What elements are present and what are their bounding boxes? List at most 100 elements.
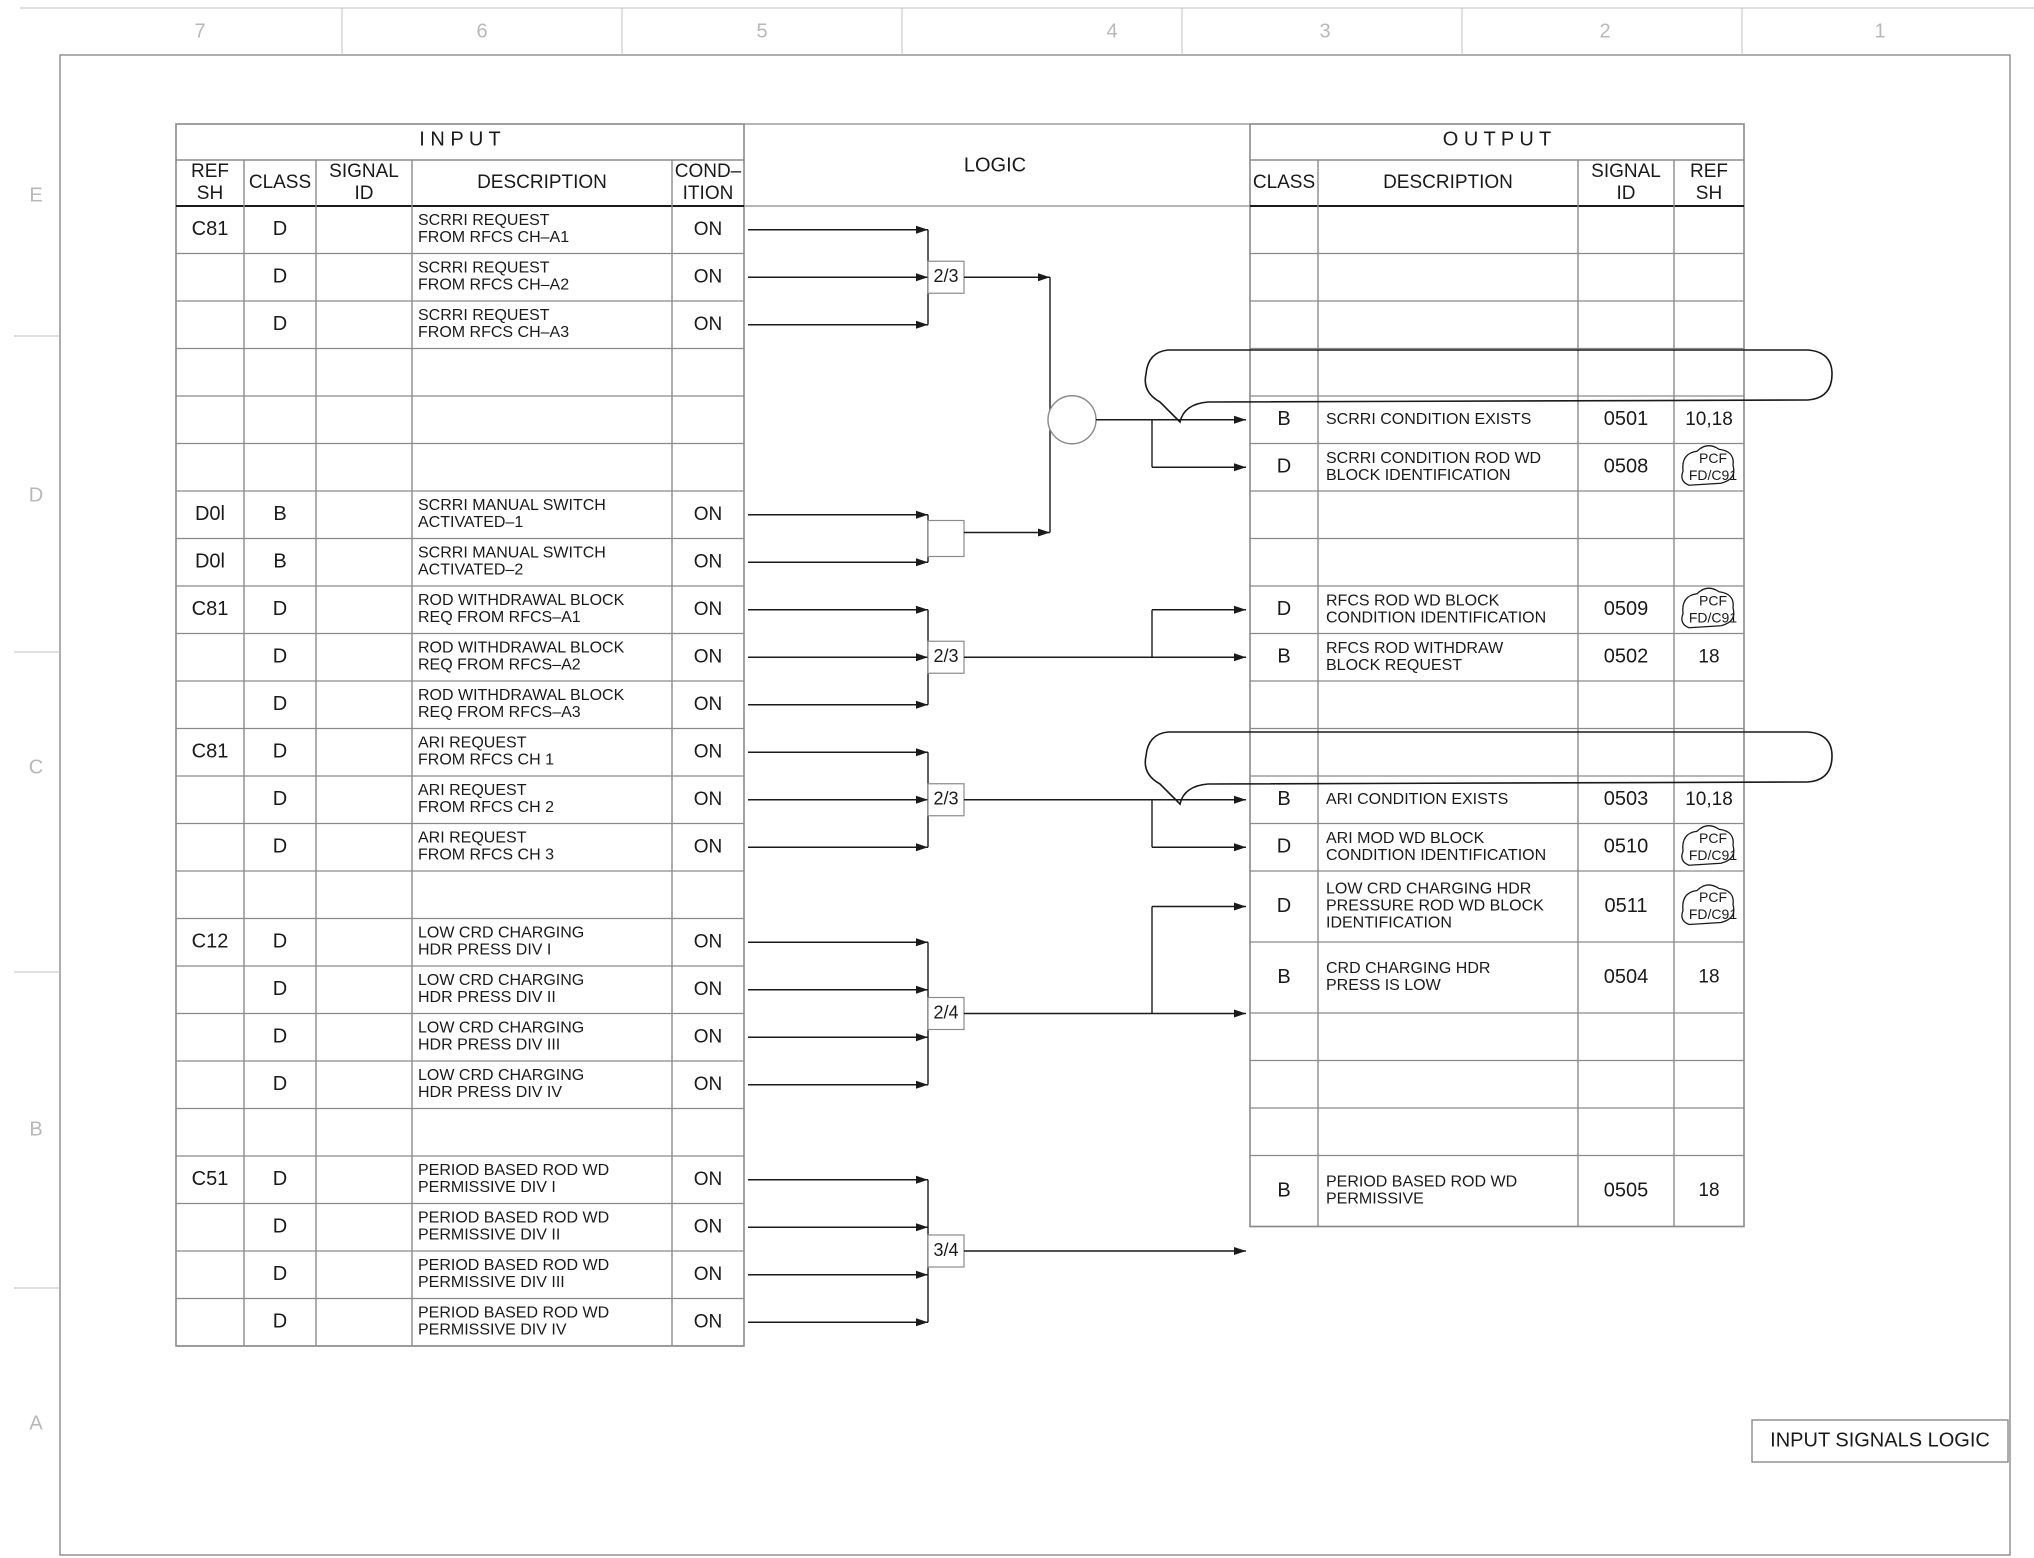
- stamp-text: PCF: [1699, 450, 1727, 466]
- input-description: PERMISSIVE DIV III: [418, 1274, 565, 1291]
- input-class: B: [273, 503, 286, 525]
- output-class: B: [1277, 966, 1290, 988]
- input-description: REQ FROM RFCS–A1: [418, 609, 581, 626]
- input-arrow: [916, 795, 928, 804]
- input-arrow: [916, 1175, 928, 1184]
- output-class: B: [1277, 788, 1290, 810]
- input-ref-sh: C12: [192, 931, 229, 953]
- input-condition: ON: [694, 931, 723, 952]
- input-condition: ON: [694, 694, 723, 715]
- zone-column-label: 2: [1599, 20, 1610, 42]
- input-arrow: [916, 605, 928, 614]
- output-description: ARI MOD WD BLOCK: [1326, 830, 1485, 847]
- stamp-text: FD/C91: [1689, 467, 1737, 483]
- input-condition: ON: [694, 551, 723, 572]
- input-description: ARI REQUEST: [418, 782, 527, 799]
- output-class: D: [1277, 598, 1291, 620]
- vote-gate-label: 2/4: [933, 1002, 958, 1022]
- input-ref-sh: C81: [192, 218, 229, 240]
- input-description: ROD WITHDRAWAL BLOCK: [418, 639, 625, 656]
- input-header-cond: COND–: [675, 161, 742, 182]
- input-description: FROM RFCS CH–A3: [418, 324, 569, 341]
- input-class: D: [273, 1073, 287, 1095]
- input-class: D: [273, 693, 287, 715]
- input-condition: ON: [694, 1026, 723, 1047]
- input-condition: ON: [694, 789, 723, 810]
- input-description: LOW CRD CHARGING: [418, 1067, 584, 1084]
- input-ref-sh: D0l: [195, 503, 225, 525]
- input-title: I N P U T: [419, 128, 501, 150]
- input-header-class: CLASS: [249, 172, 311, 193]
- input-arrow: [916, 843, 928, 852]
- input-class: D: [273, 598, 287, 620]
- input-class: B: [273, 551, 286, 573]
- input-ref-sh: C81: [192, 598, 229, 620]
- output-signal-id: 0503: [1604, 788, 1649, 810]
- output-signal-id: 0509: [1604, 598, 1649, 620]
- vote-gate-label: 3/4: [933, 1240, 958, 1260]
- output-ref-sh: 10,18: [1685, 409, 1733, 430]
- output-signal-id: 0511: [1604, 895, 1647, 917]
- output-description: BLOCK IDENTIFICATION: [1326, 467, 1511, 484]
- input-description: SCRRI MANUAL SWITCH: [418, 544, 606, 561]
- input-description: FROM RFCS CH 1: [418, 751, 554, 768]
- input-description: HDR PRESS DIV I: [418, 941, 551, 958]
- zone-column-label: 7: [194, 20, 205, 42]
- input-arrow: [916, 273, 928, 282]
- input-arrow: [916, 558, 928, 567]
- input-class: D: [273, 931, 287, 953]
- input-condition: ON: [694, 646, 723, 667]
- input-description: LOW CRD CHARGING: [418, 1019, 584, 1036]
- output-class: B: [1277, 646, 1290, 668]
- input-class: D: [273, 978, 287, 1000]
- input-description: PERIOD BASED ROD WD: [418, 1209, 609, 1226]
- output-description: SCRRI CONDITION ROD WD: [1326, 450, 1541, 467]
- input-arrow: [916, 1223, 928, 1232]
- output-signal-id: 0501: [1604, 408, 1649, 430]
- input-class: D: [273, 218, 287, 240]
- input-ref-sh: C51: [192, 1168, 229, 1190]
- input-condition: ON: [694, 266, 723, 287]
- stamp-text: FD/C91: [1689, 609, 1737, 625]
- input-description: SCRRI REQUEST: [418, 307, 550, 324]
- input-description: HDR PRESS DIV IV: [418, 1084, 562, 1101]
- output-signal-id: 0510: [1604, 836, 1649, 858]
- vote-gate-label: 2/3: [933, 789, 958, 809]
- output-ref-sh: 18: [1698, 646, 1719, 667]
- output-title: O U T P U T: [1443, 128, 1552, 150]
- input-arrow: [916, 1080, 928, 1089]
- input-class: D: [273, 741, 287, 763]
- output-arrow: [1234, 463, 1246, 472]
- output-description: PRESS IS LOW: [1326, 977, 1442, 994]
- input-condition: ON: [694, 1311, 723, 1332]
- revision-cloud-icon: [1681, 445, 1735, 486]
- input-header-cond: ITION: [683, 183, 734, 204]
- input-class: D: [273, 1026, 287, 1048]
- vote-gate-box: [927, 1234, 965, 1268]
- vote-gate-label: 2/3: [933, 266, 958, 286]
- output-description: PERIOD BASED ROD WD: [1326, 1174, 1517, 1191]
- input-description: FROM RFCS CH 3: [418, 846, 554, 863]
- output-class: D: [1277, 836, 1291, 858]
- stamp-text: PCF: [1699, 592, 1727, 608]
- input-ref-sh: D0l: [195, 551, 225, 573]
- sheet-border: [59, 54, 2011, 1556]
- output-signal-id: 0504: [1604, 966, 1649, 988]
- input-arrow: [916, 1318, 928, 1327]
- input-description: ACTIVATED–2: [418, 561, 523, 578]
- input-description: PERMISSIVE DIV IV: [418, 1321, 567, 1338]
- output-description: PRESSURE ROD WD BLOCK: [1326, 898, 1544, 915]
- or-gate-box: [927, 519, 965, 558]
- output-description: CONDITION IDENTIFICATION: [1326, 609, 1546, 626]
- stamp-text: FD/C91: [1689, 906, 1737, 922]
- vote-gate-box: [927, 260, 965, 294]
- input-description: ACTIVATED–1: [418, 514, 523, 531]
- input-description: HDR PRESS DIV II: [418, 989, 556, 1006]
- output-description: BLOCK REQUEST: [1326, 657, 1462, 674]
- output-description: LOW CRD CHARGING HDR: [1326, 881, 1531, 898]
- output-header-class: CLASS: [1253, 172, 1315, 193]
- output-arrow: [1234, 795, 1246, 804]
- zone-column-label: 1: [1874, 20, 1885, 42]
- input-description: ARI REQUEST: [418, 829, 527, 846]
